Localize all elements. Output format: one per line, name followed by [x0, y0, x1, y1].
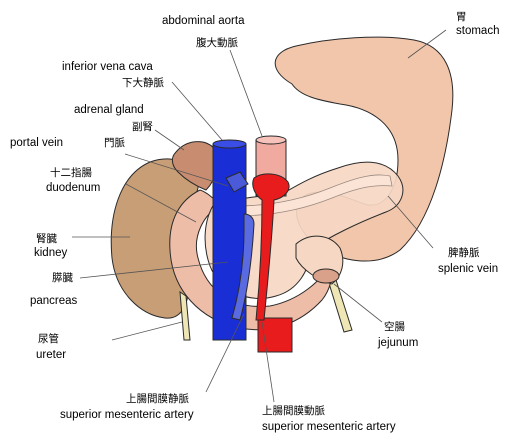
label-duodenum-en: duodenum [46, 182, 100, 194]
ivc-top [212, 139, 247, 149]
ureter-left [179, 291, 191, 341]
label-jejunum-en: jejunum [377, 337, 418, 349]
label-pancreas-en: pancreas [30, 295, 78, 307]
label-portal-vein-jp: 門脈 [104, 136, 125, 149]
label-inferior-vena-cava-jp: 下大静脈 [122, 76, 164, 89]
aorta-top [255, 135, 287, 145]
label-abdominal-aorta-en: abdominal aorta [162, 15, 245, 27]
label-stomach-jp: 胃 [456, 11, 467, 23]
label-kidney-jp: 腎臓 [36, 233, 57, 245]
label-sm-vein-jp: 上腸間膜静脈 [126, 392, 189, 405]
aorta-lower [257, 317, 293, 353]
label-jejunum-jp: 空腸 [384, 320, 405, 333]
ureter-right [327, 279, 353, 333]
label-ureter-jp: 尿管 [38, 332, 59, 345]
portal-vein-shape [225, 171, 249, 193]
label-splenic-vein-jp: 脾静脈 [448, 246, 480, 259]
label-splenic-vein-en: splenic vein [438, 263, 498, 275]
jejunum-opening [312, 268, 340, 284]
label-sm-artery-en: superior mesenteric artery [262, 421, 396, 433]
leader-lines [72, 29, 447, 403]
label-ureter-en: ureter [36, 349, 66, 361]
label-sm-vein-en: superior mesenteric artery [60, 409, 194, 421]
adrenal-gland-shape [171, 141, 219, 191]
label-inferior-vena-cava-en: inferior vena cava [62, 61, 153, 73]
label-kidney-en: kidney [34, 247, 67, 259]
label-duodenum-jp: 十二指腸 [50, 166, 92, 179]
superior-mesenteric-vein-shape [231, 213, 255, 321]
splenic-vein-shape [235, 174, 393, 217]
label-abdominal-aorta-jp: 腹大動脈 [196, 36, 238, 49]
superior-mesenteric-artery-shape [252, 173, 290, 321]
label-adrenal-gland-jp: 副腎 [132, 121, 153, 133]
label-portal-vein-en: portal vein [10, 137, 63, 149]
label-pancreas-jp: 膵臓 [52, 272, 73, 284]
label-adrenal-gland-en: adrenal gland [74, 104, 144, 116]
label-stomach-en: stomach [456, 25, 499, 37]
label-sm-artery-jp: 上腸間膜動脈 [262, 404, 325, 417]
